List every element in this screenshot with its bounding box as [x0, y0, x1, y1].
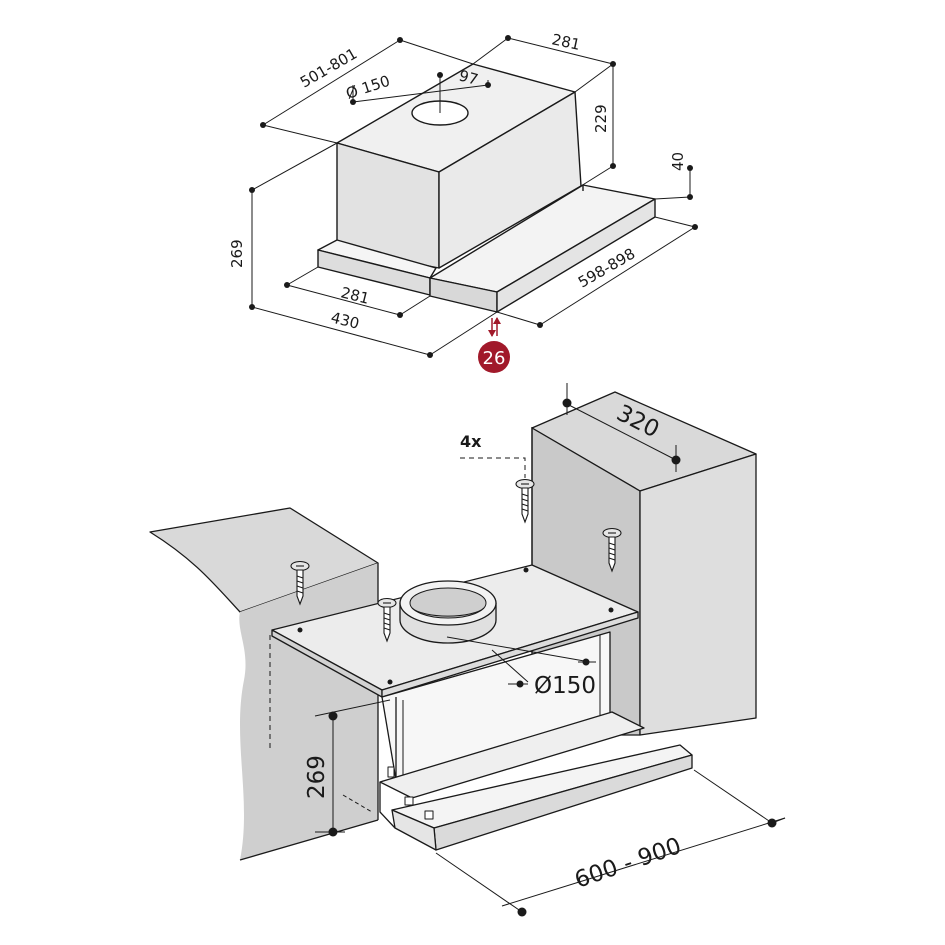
screw-icon — [377, 597, 397, 643]
drawer-frame-left — [379, 782, 396, 829]
drawer-clip-2 — [424, 810, 434, 820]
label-outlet-offset: 97 — [457, 66, 480, 88]
install-dimension-lines — [314, 383, 786, 913]
left-cabinet-front — [239, 563, 378, 860]
screw-icon — [515, 478, 535, 524]
label-strip-height: 40 — [669, 152, 687, 171]
left-cabinet-bottom — [239, 819, 379, 861]
label-chimney-height: 229 — [592, 104, 610, 133]
label-total-height: 269 — [228, 239, 246, 268]
side-clip — [387, 766, 395, 778]
label-base-depth: 281 — [339, 283, 371, 307]
drawer-rail — [379, 711, 645, 799]
installation-view — [149, 391, 757, 861]
screws — [290, 478, 622, 643]
install-dimension-dots — [328, 398, 777, 917]
hood-dimension-view — [251, 37, 696, 356]
drawer-panel-side — [391, 809, 437, 851]
screw-icon — [602, 527, 622, 573]
hood-top-plate-side — [381, 611, 639, 698]
outlet-collar — [399, 580, 497, 644]
label-outlet-diameter-install: Ø150 — [534, 673, 596, 699]
mounting-holes — [297, 567, 614, 685]
screw-count-callout: 4x — [460, 432, 526, 478]
label-install-width: 600 - 900 — [571, 833, 684, 894]
label-top-depth: 281 — [550, 30, 582, 54]
right-cabinet-side — [639, 453, 757, 736]
label-screw-count: 4x — [460, 432, 482, 451]
drawer-clip-1 — [404, 796, 414, 806]
top-dimension-lines — [251, 37, 696, 356]
reference-badge: 26 — [478, 317, 510, 373]
screw-icon — [290, 560, 310, 606]
top-dimension-dots — [249, 35, 698, 358]
label-install-height: 269 — [304, 755, 330, 799]
left-cabinet-top — [149, 507, 379, 613]
badge-number: 26 — [483, 348, 506, 369]
